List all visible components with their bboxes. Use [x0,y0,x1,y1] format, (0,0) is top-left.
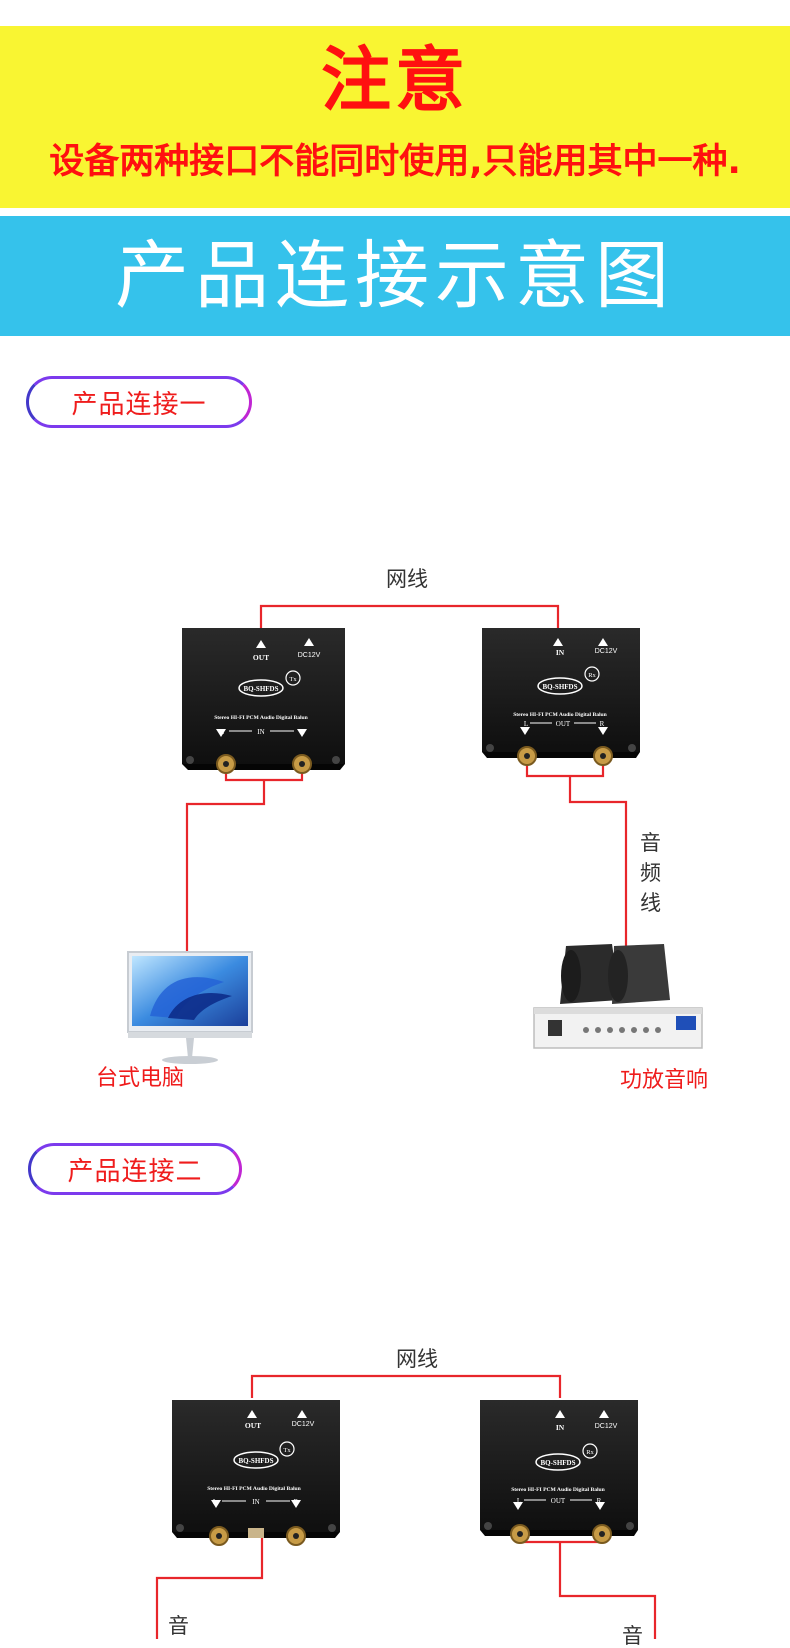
section2-tx-out-label: OUT [245,1421,261,1430]
section2-pill-label: 产品连接二 [67,1156,203,1187]
section1-rx-l: L [524,720,528,728]
section1-rx-r: R [600,720,605,728]
section1-audio-char-1: 音 [640,831,661,855]
amplifier-speaker-label: 功放音响 [620,1068,709,1093]
section1-tx-out-label: OUT [253,653,269,662]
section1-rx-dc-label: DC12V [595,648,618,655]
amplifier-speakers-illustration [533,944,703,1049]
section1-rx-in-label: IN [556,648,565,657]
section1-audio-label: 音 频 线 [640,828,664,918]
section2-tx-r: R [294,1498,299,1506]
notice-text: 设备两种接口不能同时使用,只能用其中一种. [49,142,741,182]
section-banner [0,216,790,336]
section2-tx-mid: IN [252,1498,259,1506]
section2-tx-l: L [213,1498,217,1506]
section2-rx-r: R [597,1497,602,1505]
section1-rx-mode: Rx [588,672,596,679]
desktop-computer-label: 台式电脑 [96,1066,185,1091]
section2-pill: 产品连接二 [28,1143,242,1195]
section1-tx-mid: IN [257,728,264,736]
section2-rx-mode: Rx [586,1449,594,1456]
section1-audio-char-2: 频 [640,861,661,885]
section2-network-label: 网线 [396,1347,438,1371]
section1-rx-brand: BQ-SHFDS [542,683,577,691]
banner-title: 产品连接示意图 [115,233,675,319]
section2-rx-mid: OUT [551,1497,566,1505]
section2-rx-box [480,1400,638,1544]
section2-tx-mode: Tx [283,1447,291,1454]
section2-audio-label-right: 音 [622,1624,643,1648]
section2-rx-l: L [517,1497,521,1505]
section1-tx-box [182,628,345,774]
section1-tx-r: R [300,728,305,736]
section2-audio-label-left: 音 [168,1614,189,1638]
section1-rx-box [482,628,640,766]
section1-audio-char-3: 线 [640,891,661,915]
section1-tx-desc: Stereo HI-FI PCM Audio Digital Balun [214,715,308,721]
section2-tx-desc: Stereo HI-FI PCM Audio Digital Balun [207,1486,301,1492]
section1-rx-desc: Stereo HI-FI PCM Audio Digital Balun [513,712,607,718]
section2-rx-desc: Stereo HI-FI PCM Audio Digital Balun [511,1487,605,1493]
desktop-computer-illustration [127,951,253,1064]
section1-wires [185,604,628,958]
section2-wires [155,1374,657,1639]
section1-pill: 产品连接一 [26,376,252,428]
section1-pill-label: 产品连接一 [71,389,207,420]
notice-panel [0,26,790,208]
section2-rx-brand: BQ-SHFDS [540,1459,575,1467]
section1-tx-brand: BQ-SHFDS [243,685,278,693]
notice-title: 注意 [321,39,469,121]
section1-tx-dc-label: DC12V [298,652,321,659]
section2-tx-dc-label: DC12V [292,1421,315,1428]
section2-tx-brand: BQ-SHFDS [238,1457,273,1465]
section2-rx-dc-label: DC12V [595,1423,618,1430]
section1-network-label: 网线 [386,567,428,591]
section2-rx-in-label: IN [556,1423,565,1432]
section2-tx-box [172,1400,340,1546]
section1-tx-mode: Tx [289,676,297,683]
section1-tx-l: L [220,728,224,736]
section1-rx-mid: OUT [556,720,571,728]
